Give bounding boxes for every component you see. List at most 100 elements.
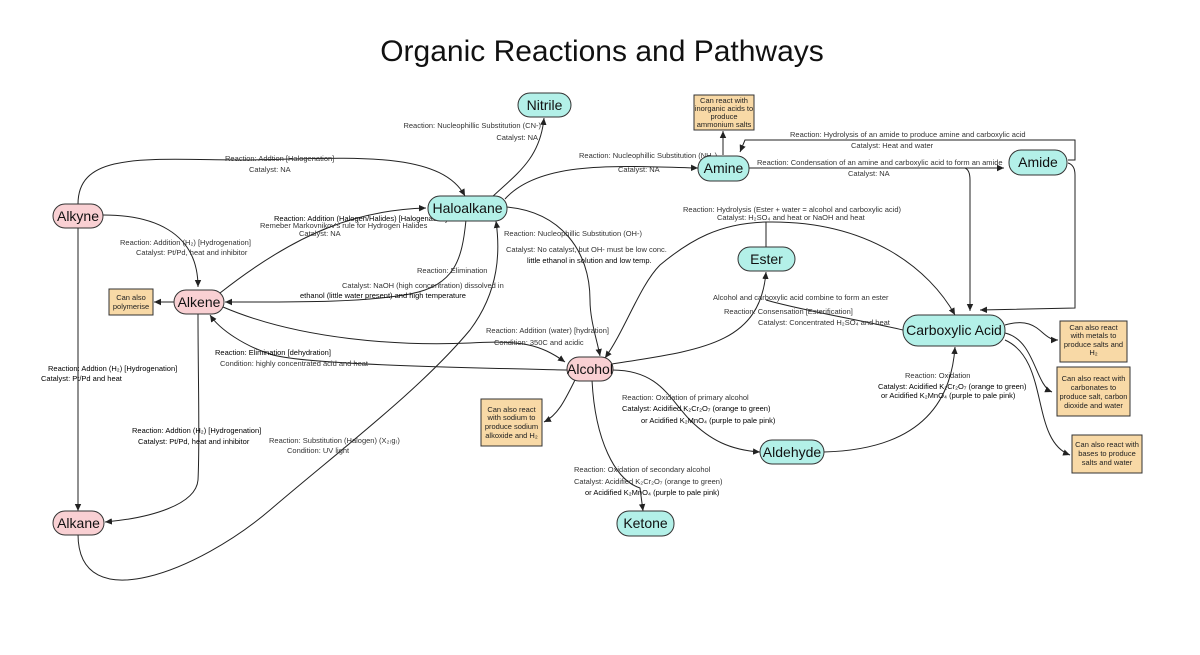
label-oh-substitution: Reaction: Nucleophillic Substitution (OH… — [504, 229, 642, 238]
node-amide-label: Amide — [1018, 154, 1058, 170]
node-nitrile[interactable]: Nitrile — [517, 92, 572, 118]
label-hydration: Reaction: Addition (water) [hydration] — [486, 326, 609, 335]
edge-acid-note2 — [1004, 332, 1053, 393]
node-ester[interactable]: Ester — [737, 246, 796, 272]
note-acid-carbonates: Can also react with carbonates to produc… — [1056, 366, 1131, 417]
label-alkene-alkane-cat: Catalyst: Pt/Pd, heat and inhibitor — [138, 437, 250, 446]
edge-amide-amine — [739, 139, 1076, 161]
label-elimination: Reaction: Elimination — [417, 266, 487, 275]
edge-haloalkane-alcohol — [506, 206, 602, 357]
label-nh3: Reaction: Nucleophillic Substitution (NH… — [579, 151, 718, 160]
node-nitrile-label: Nitrile — [527, 97, 563, 113]
node-alcohol[interactable]: Alcohol — [566, 356, 614, 382]
note-amine-line-1: Can react with — [700, 96, 748, 105]
label-amide-condensation-cat: Catalyst: NA — [848, 169, 890, 178]
edge-alkyne-alkene — [102, 214, 202, 288]
note-amine-line-2: inorganic acids to — [695, 104, 753, 113]
label-halogenation-cat: Catalyst: NA — [249, 165, 291, 174]
note-acid-metals: Can also react with metals to produce sa… — [1059, 320, 1128, 363]
node-alkene-label: Alkene — [178, 294, 221, 310]
reaction-labels: Reaction: Nucleophillic Substitution (CN… — [41, 121, 1027, 497]
node-ketone[interactable]: Ketone — [616, 510, 675, 537]
edge-alcohol-ester — [611, 271, 769, 365]
note-acid2-line-3: produce salt, carbon — [1060, 392, 1128, 401]
label-oxidation-secondary-cat2: or Acidified K₂MnO₄ (purple to pale pink… — [585, 488, 720, 497]
note-acid1-line-4: H₂ — [1089, 348, 1097, 357]
label-halogen-substitution: Reaction: Substitution (Halogen) (X₂₍g₎) — [269, 436, 400, 445]
label-oxidation-cat2: or Acidified K₂MnO₄ (purple to pale pink… — [881, 391, 1016, 400]
note-acid1-line-2: with metals to — [1070, 331, 1117, 340]
note-alcohol-line-4: alkoxide and H₂ — [485, 431, 538, 440]
label-oxidation-primary: Reaction: Oxidation of primary alcohol — [622, 393, 749, 402]
label-alkyne-alkane: Reaction: Addtion (H₂) [Hydrogenation] — [48, 364, 177, 373]
note-amine-ammonium: Can react with inorganic acids to produc… — [693, 94, 755, 131]
node-alkane[interactable]: Alkane — [52, 510, 105, 536]
label-halogen-substitution-cond: Condition: UV light — [287, 446, 350, 455]
label-halide-addition-cat: Catalyst: NA — [299, 229, 341, 238]
label-oxidation-cat: Catalyst: Acidified K₂Cr₂O₇ (orange to g… — [878, 382, 1027, 391]
edge-alkene-haloalkane — [219, 205, 427, 294]
note-acid2-line-2: carbonates to — [1071, 383, 1116, 392]
note-amine-line-3: produce — [710, 112, 737, 121]
node-haloalkane[interactable]: Haloalkane — [427, 195, 508, 222]
node-carboxylic-acid[interactable]: Carboxylic Acid — [902, 314, 1006, 347]
note-amine-line-4: ammonium salts — [697, 120, 752, 129]
node-aldehyde-label: Aldehyde — [763, 444, 822, 460]
label-amide-hydrolysis-cat: Catalyst: Heat and water — [851, 141, 934, 150]
label-ester-formation: Alcohol and carboxylic acid combine to f… — [713, 293, 889, 302]
edge-alkyne-haloalkane — [77, 157, 466, 205]
label-oxidation-primary-cat2: or Acidified K₂MnO₄ (purple to pale pink… — [641, 416, 776, 425]
note-alcohol-line-3: produce sodium — [485, 422, 538, 431]
note-acid3-line-1: Can also react with — [1075, 440, 1139, 449]
label-alkyne-alkane-cat: Catalyst: Pt/Pd and heat — [41, 374, 123, 383]
edge-alcohol-ketone — [591, 379, 646, 512]
node-aldehyde[interactable]: Aldehyde — [759, 439, 825, 465]
edge-alkane-haloalkane — [77, 220, 501, 581]
node-amine[interactable]: Amine — [697, 155, 750, 182]
note-acid1-line-3: produce salts and — [1064, 340, 1123, 349]
edge-acid-esterification — [765, 299, 904, 331]
node-alkene[interactable]: Alkene — [173, 289, 225, 315]
label-oxidation: Reaction: Oxidation — [905, 371, 970, 380]
label-cn: Reaction: Nucleophillic Substitution (CN… — [403, 121, 541, 130]
edge-condensation-acid — [964, 167, 974, 311]
edge-amide-acid — [979, 162, 1076, 314]
edge-ester-acid — [765, 221, 956, 316]
node-alkyne[interactable]: Alkyne — [52, 203, 104, 229]
edge-alkene-alcohol — [222, 306, 566, 363]
edge-acid-note1 — [1004, 322, 1059, 344]
label-alkene-alkane: Reaction: Addtion (H₂) [Hydrogenation] — [132, 426, 261, 435]
label-dehydration-cond: Condition: highly concentrated acid and … — [220, 359, 369, 368]
node-amine-label: Amine — [704, 160, 744, 176]
note-acid2-line-4: dioxide and water — [1064, 401, 1123, 410]
node-amide[interactable]: Amide — [1008, 149, 1068, 176]
label-ester-hydrolysis: Reaction: Hydrolysis (Ester + water = al… — [683, 205, 902, 214]
edge-alkene-alkane — [104, 312, 200, 525]
note-alkene-polymerise: Can also polymerise — [108, 288, 154, 316]
compound-nodes: Nitrile Haloalkane Amine Amide Ester Car… — [52, 92, 1068, 537]
node-alkyne-label: Alkyne — [57, 208, 99, 224]
edge-haloalkane-amine — [504, 164, 699, 200]
label-alkyne-alkene-cat: Catalyst: Pt/Pd, heat and inhibitor — [136, 248, 248, 257]
reaction-arrows — [74, 117, 1076, 581]
edge-ester-alcohol — [604, 221, 767, 359]
label-halogenation: Reaction: Addtion [Halogenation] — [225, 154, 334, 163]
edge-haloalkane-nitrile — [489, 117, 547, 200]
edge-alcohol-note — [543, 379, 576, 423]
side-notes: Can react with inorganic acids to produc… — [108, 94, 1143, 474]
label-oh-substitution-cat: Catalyst: No catalyst, but OH- must be l… — [506, 245, 667, 254]
label-markovnikov: Remeber Markovnikov's rule for Hydrogen … — [260, 221, 428, 230]
label-ester-hydrolysis-cat: Catalyst: H₂SO₄ and heat or NaOH and hea… — [717, 213, 866, 222]
edge-acid-note3 — [1004, 339, 1071, 456]
label-oxidation-secondary: Reaction: Oxidation of secondary alcohol — [574, 465, 711, 474]
note-acid1-line-1: Can also react — [1069, 323, 1118, 332]
label-halide-addition: Reaction: Addition (Halogen/Halides) [Ha… — [274, 214, 447, 223]
diagram-title: Organic Reactions and Pathways — [380, 35, 824, 68]
edge-alcohol-aldehyde — [611, 369, 761, 455]
node-haloalkane-label: Haloalkane — [432, 200, 502, 216]
label-amide-hydrolysis: Reaction: Hydrolysis of an amide to prod… — [790, 130, 1026, 139]
note-alkene-line-1: Can also — [116, 293, 146, 302]
label-esterification-cat: Catalyst: Concentrated H₂SO₄ and heat — [758, 318, 891, 327]
label-oxidation-primary-cat: Catalyst: Acidified K₂Cr₂O₇ (orange to g… — [622, 404, 771, 413]
